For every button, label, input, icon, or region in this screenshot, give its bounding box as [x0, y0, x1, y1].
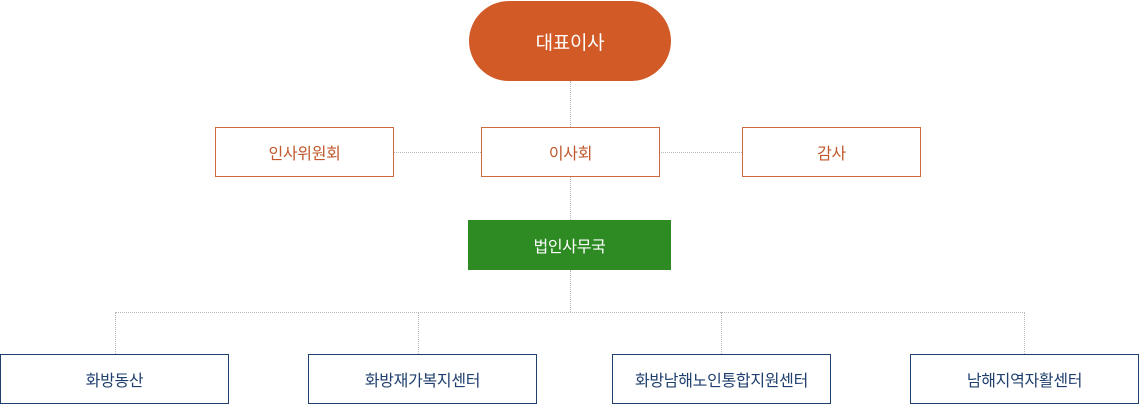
facility-node-3: 화방남해노인통합지원센터: [612, 354, 831, 404]
connector-ceo-board: [570, 81, 571, 127]
board-node: 이사회: [481, 127, 660, 177]
audit-node: 감사: [742, 127, 921, 177]
ceo-node: 대표이사: [469, 1, 671, 81]
ceo-label: 대표이사: [535, 31, 605, 54]
connector-committee-board: [393, 152, 481, 153]
facility-node-4: 남해지역자활센터: [910, 354, 1139, 404]
connector-facility-3: [721, 312, 722, 354]
corporate-office-node: 법인사무국: [468, 220, 671, 270]
facility-label-1: 화방동산: [85, 371, 144, 390]
personnel-committee-node: 인사위원회: [215, 127, 394, 177]
connector-office-bus: [570, 270, 571, 312]
connector-board-office: [570, 177, 571, 220]
facility-node-2: 화방재가복지센터: [308, 354, 537, 404]
connector-facility-4: [1024, 312, 1025, 354]
corporate-office-label: 법인사무국: [533, 237, 606, 256]
facility-node-1: 화방동산: [0, 354, 229, 404]
personnel-committee-label: 인사위원회: [268, 144, 341, 163]
connector-facility-2: [418, 312, 419, 354]
facility-label-4: 남해지역자활센터: [966, 371, 1083, 390]
connector-facility-bus: [115, 312, 1025, 313]
facility-label-3: 화방남해노인통합지원센터: [634, 371, 809, 390]
facility-label-2: 화방재가복지센터: [364, 371, 481, 390]
connector-facility-1: [115, 312, 116, 354]
connector-board-audit: [659, 152, 742, 153]
board-label: 이사회: [548, 144, 593, 163]
audit-label: 감사: [817, 144, 846, 163]
